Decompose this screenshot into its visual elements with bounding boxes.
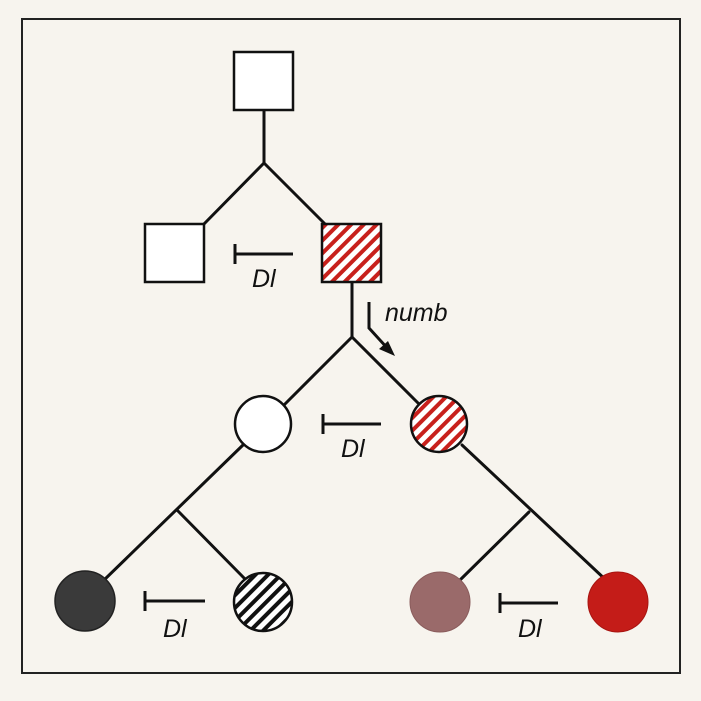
dl-label-bottom-left: Dl [163,615,188,643]
dl-label-bottom-right: Dl [518,615,543,643]
bottom-cell-red [587,571,649,633]
numb-arrow [367,302,391,352]
bottom-cell-hatched-black [232,571,294,633]
left-cell-circle [233,394,293,454]
branch-top-right [262,161,328,227]
dl-inhibition-bottom-right [498,593,558,613]
right-cell-square-hatched-red [320,222,383,284]
diagram-frame [21,18,681,674]
top-cell-square [232,50,295,112]
dl-inhibition-middle [321,414,381,434]
left-cell-square [143,222,206,284]
numb-label: numb [385,299,448,327]
branch-lower-right-inner [456,510,531,584]
bottom-cell-dark [54,570,116,632]
dl-label-middle: Dl [341,435,366,463]
dl-inhibition-top [233,244,293,264]
branch-lower-right [460,443,610,584]
dl-inhibition-bottom-left [143,591,205,611]
branch-middle-right [350,335,422,407]
numb-arrowhead [379,341,395,356]
branch-lower-left [100,443,245,584]
right-cell-circle-hatched-red [409,394,469,454]
bottom-cell-mauve [409,571,471,633]
branch-middle-left [282,335,354,407]
branch-lower-left-inner [175,508,248,582]
dl-label-top: Dl [252,265,277,293]
lineage-lines [100,108,610,584]
branch-top-left [201,161,266,227]
